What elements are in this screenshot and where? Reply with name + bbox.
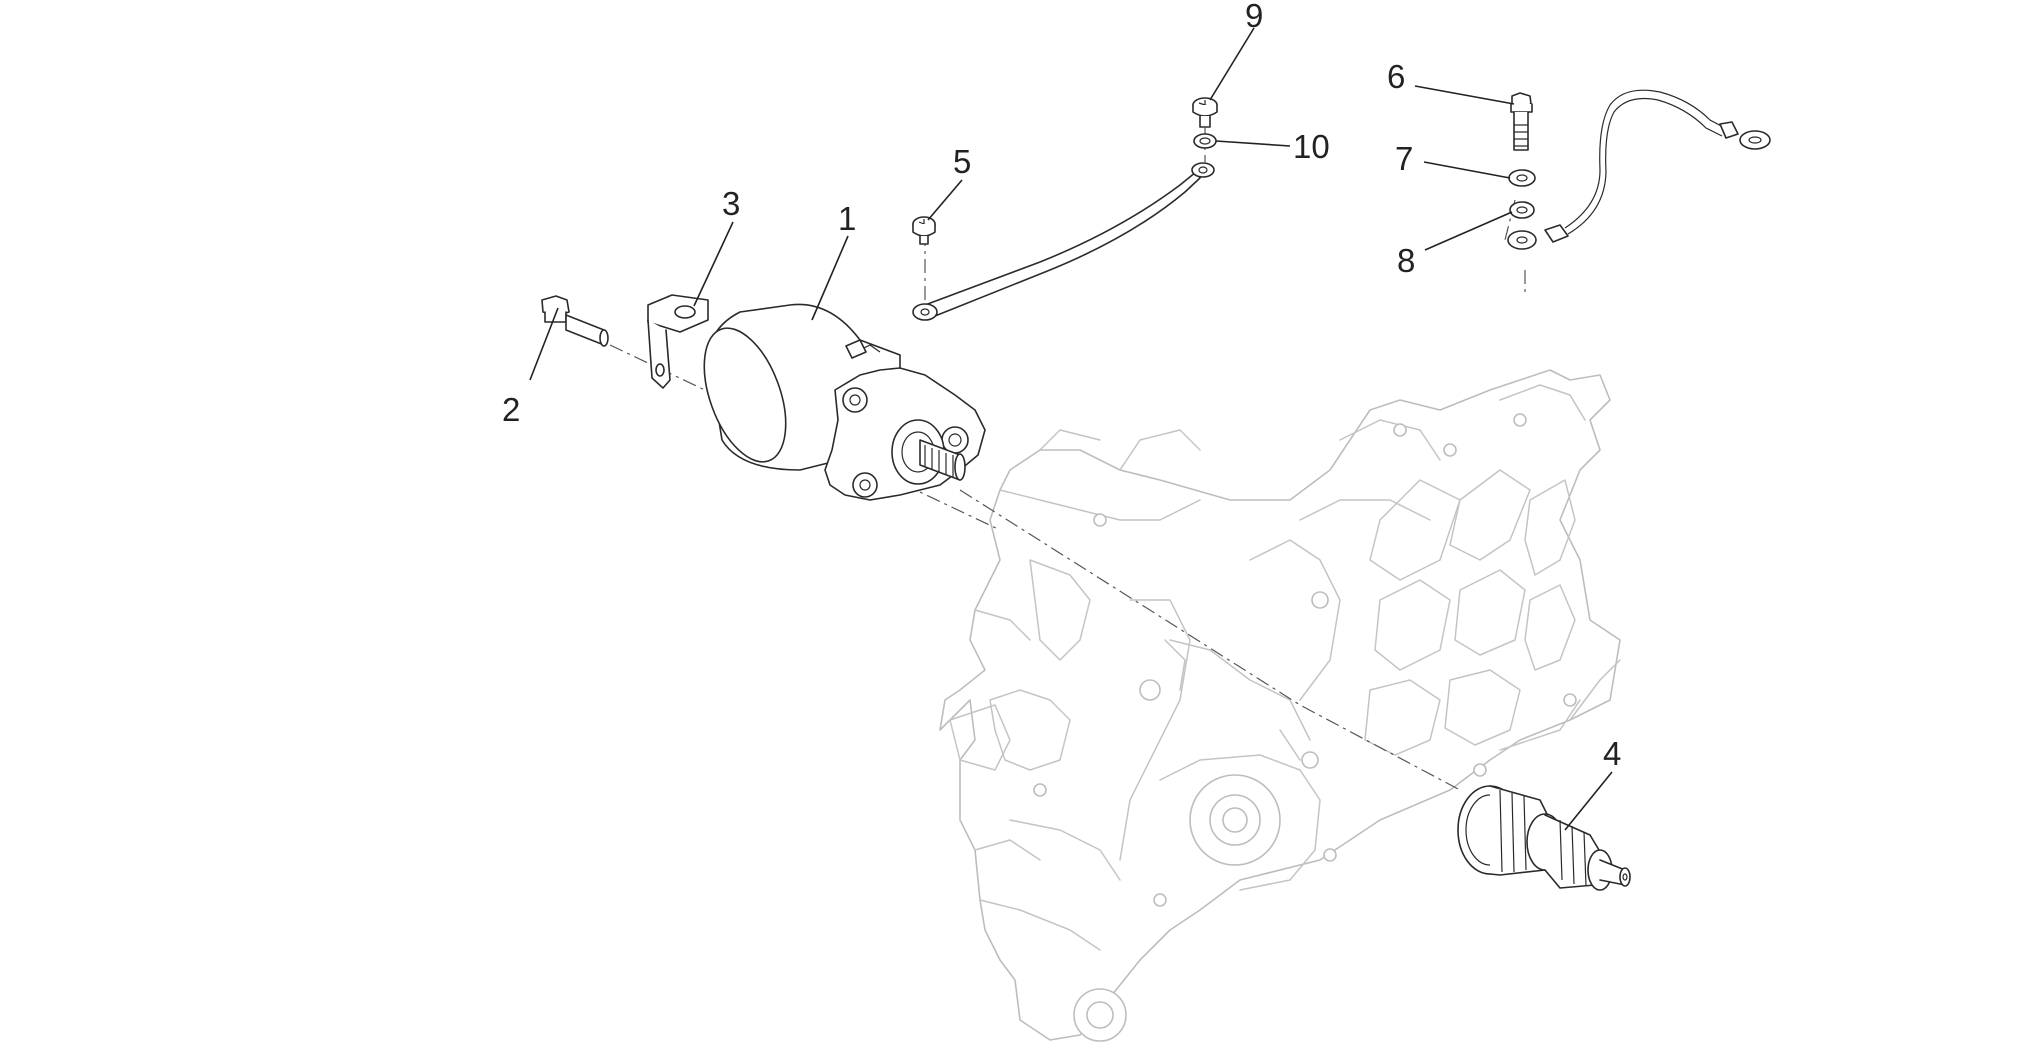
part-starter-motor bbox=[703, 303, 986, 501]
callout-8: 8 bbox=[1397, 242, 1415, 279]
part-bolt-6 bbox=[1510, 92, 1533, 151]
callout-3: 3 bbox=[722, 185, 740, 222]
callout-1: 1 bbox=[838, 200, 856, 237]
callout-10: 10 bbox=[1293, 128, 1330, 165]
callout-6: 6 bbox=[1387, 58, 1405, 95]
part-screw-5 bbox=[912, 216, 936, 245]
callout-4: 4 bbox=[1603, 735, 1621, 772]
part-washer-7 bbox=[1508, 169, 1536, 187]
part-bracket bbox=[647, 294, 709, 389]
part-bolt bbox=[541, 295, 609, 347]
callout-5: 5 bbox=[953, 143, 971, 180]
callout-numbers: 1 2 3 4 5 6 7 8 9 10 bbox=[502, 0, 1621, 772]
part-ground-strap bbox=[912, 162, 1215, 321]
callout-2: 2 bbox=[502, 391, 520, 428]
callout-leaders bbox=[529, 27, 1613, 831]
part-washer-8 bbox=[1509, 201, 1535, 219]
callout-9: 9 bbox=[1245, 0, 1263, 34]
part-screw-9 bbox=[1192, 97, 1218, 128]
callout-7: 7 bbox=[1395, 140, 1413, 177]
part-starter-pinion bbox=[1457, 785, 1631, 891]
part-ground-cable bbox=[1507, 89, 1771, 250]
part-washer-10 bbox=[1193, 133, 1217, 149]
crankcase-housing bbox=[939, 369, 1621, 1042]
